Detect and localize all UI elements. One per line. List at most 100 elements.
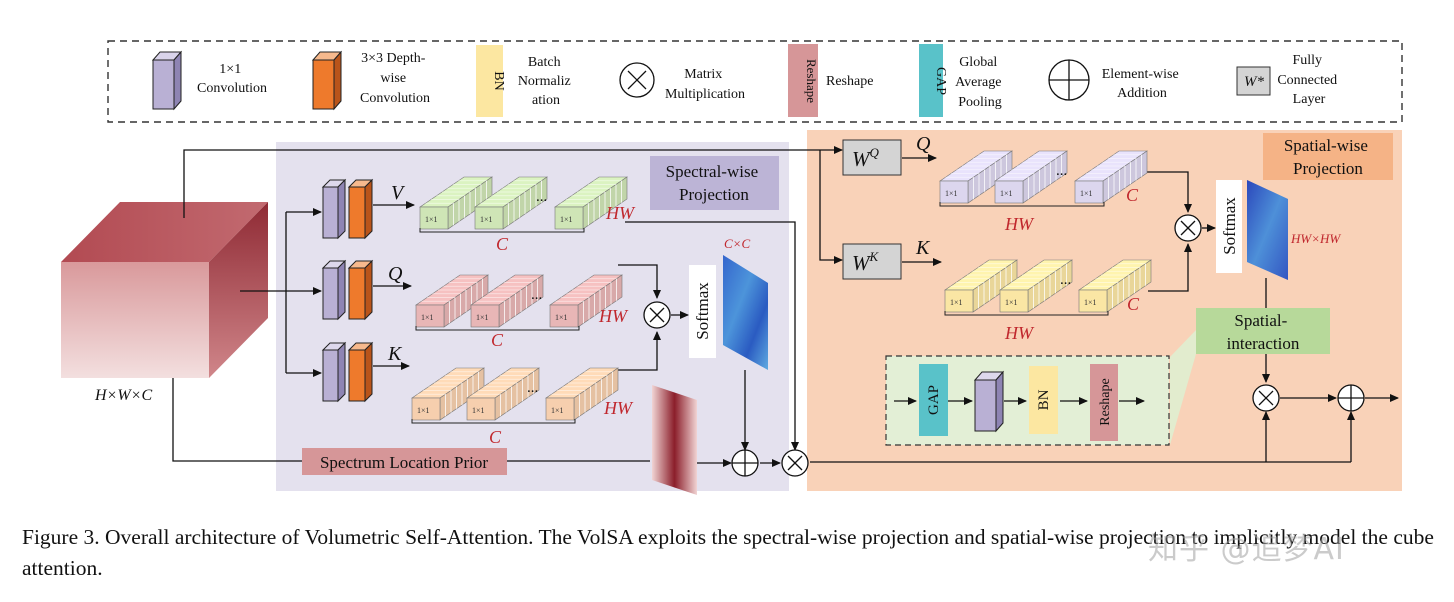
v-slab-2-cell: 1×1 (480, 215, 493, 224)
dim-c-q: C (491, 330, 504, 350)
figure-caption: Figure 3. Overall architecture of Volume… (22, 525, 1434, 580)
dim-c-v: C (496, 234, 509, 254)
legend-matmul-icon (619, 62, 655, 98)
v-slab-3-cell: 1×1 (560, 215, 573, 224)
dim-c-sq: C (1126, 185, 1139, 205)
sq-ellipsis: ... (1056, 163, 1067, 179)
q-slab-1-cell: 1×1 (421, 313, 434, 322)
branch-k-label: K (387, 343, 403, 365)
q-slab-3-cell: 1×1 (555, 313, 568, 322)
spectral-title-box (650, 156, 779, 210)
legend-conv3x3-icon (311, 50, 343, 111)
sq-slab-2: 1×1 (994, 150, 1068, 204)
cc-label: C×C (724, 236, 750, 251)
spatial-matmul (1174, 214, 1202, 242)
architecture-diagram: 1×1 Convolution 3×3 Depth- wise Convolut… (61, 40, 1403, 495)
spatial-interaction-title-box (1196, 308, 1330, 354)
watermark: 知乎 @追梦AI (1148, 532, 1345, 567)
wk-box (842, 243, 902, 280)
branch-v-label: V (391, 182, 406, 204)
k-slab-3: 1×1 (545, 367, 619, 421)
legend-bn-label: Batch Normaliz ation (518, 55, 574, 108)
spatial-title-box (1263, 133, 1393, 180)
sk-slab-1-cell: 1×1 (950, 298, 963, 307)
legend-gap-label: Global Average Pooling (955, 55, 1005, 110)
spatial-softmax-label: Softmax (1220, 197, 1239, 255)
v-brace (419, 228, 585, 233)
connectors (172, 146, 1399, 467)
si-gap-label: GAP (926, 385, 942, 415)
legend: 1×1 Convolution 3×3 Depth- wise Convolut… (107, 40, 1403, 123)
spectral-convs (321, 178, 374, 403)
si-bn-block (1029, 366, 1058, 434)
conv-pair-q (321, 259, 374, 321)
legend-conv1x1-label: 1×1 Convolution (197, 62, 267, 96)
legend-fc-label: Fully Connected Layer (1277, 53, 1340, 107)
legend-conv1x1-icon (151, 50, 183, 111)
legend-reshape-icon (788, 44, 818, 117)
k-brace (411, 419, 576, 424)
legend-fc-icon-text: W* (1244, 74, 1264, 90)
sq-slab-2-cell: 1×1 (1000, 189, 1013, 198)
dim-hw-q: HW (598, 306, 629, 326)
sq-slab-1-cell: 1×1 (945, 189, 958, 198)
legend-fc-icon (1236, 66, 1271, 96)
k-ellipsis: ... (527, 380, 538, 396)
sk-slab-3-cell: 1×1 (1084, 298, 1097, 307)
v-slab-2: 1×1 (474, 176, 548, 230)
matmul-node-output (781, 449, 809, 477)
legend-add-label: Element-wise Addition (1102, 67, 1182, 101)
spectral-softmax-box (689, 265, 716, 358)
add-node-spectral (731, 449, 759, 477)
spatial-interaction-title: Spatial- interaction (1227, 311, 1300, 353)
q-slab-3: 1×1 (549, 274, 623, 328)
v-slab-1-cell: 1×1 (425, 215, 438, 224)
prior-box (302, 448, 507, 475)
q-slab-2-cell: 1×1 (476, 313, 489, 322)
si-conv-block (973, 370, 1005, 433)
spatial-q-label: Q (916, 133, 931, 155)
legend-bn-icon-text: BN (491, 71, 506, 90)
legend-gap-icon-text: GAP (933, 67, 948, 95)
legend-matmul-label: Matrix Multiplication (665, 67, 745, 102)
sk-brace (944, 311, 1109, 316)
sk-ellipsis: ... (1060, 272, 1071, 288)
q-ellipsis: ... (531, 287, 542, 303)
spatial-softmax-box (1216, 180, 1242, 273)
dim-c-k: C (489, 427, 502, 447)
spectral-softmax-label: Softmax (693, 282, 712, 340)
k-slab-1: 1×1 (411, 367, 485, 421)
spatial-attention-map (1247, 180, 1288, 280)
spectral-attention-map (723, 255, 768, 370)
sq-slab-3-cell: 1×1 (1080, 189, 1093, 198)
dim-hw-k: HW (603, 398, 634, 418)
sq-slab-3: 1×1 (1074, 150, 1148, 204)
legend-reshape-label: Reshape (826, 74, 873, 89)
input-cube (61, 202, 268, 378)
sk-slab-2-cell: 1×1 (1005, 298, 1018, 307)
spectral-matmul (643, 301, 671, 329)
legend-reshape-icon-text: Reshape (804, 59, 819, 103)
dim-hw-sq: HW (1004, 214, 1035, 234)
wq-box (842, 139, 902, 176)
dim-c-sk: C (1127, 294, 1140, 314)
spatial-matmul-lower (1252, 384, 1280, 412)
spectral-title: Spectral-wise Projection (666, 162, 763, 204)
wk-label: WK (852, 249, 880, 275)
v-ellipsis: ... (536, 189, 547, 205)
dim-hw-v: HW (605, 203, 636, 223)
prior-map (652, 385, 697, 495)
sk-slab-3: 1×1 (1078, 259, 1152, 313)
v-slab-3: 1×1 (554, 176, 628, 230)
spatial-title: Spatial-wise Projection (1284, 136, 1372, 178)
branch-q-label: Q (388, 263, 403, 285)
dim-hw-sk: HW (1004, 323, 1035, 343)
legend-border (107, 40, 1403, 123)
legend-add-icon (1048, 59, 1090, 101)
legend-bn-icon (476, 45, 503, 117)
si-gap-block (919, 364, 948, 436)
hwhw-label: HW×HW (1290, 231, 1341, 246)
q-brace (415, 326, 580, 331)
spatial-interaction-callout (1170, 330, 1196, 445)
k-slab-1-cell: 1×1 (417, 406, 430, 415)
